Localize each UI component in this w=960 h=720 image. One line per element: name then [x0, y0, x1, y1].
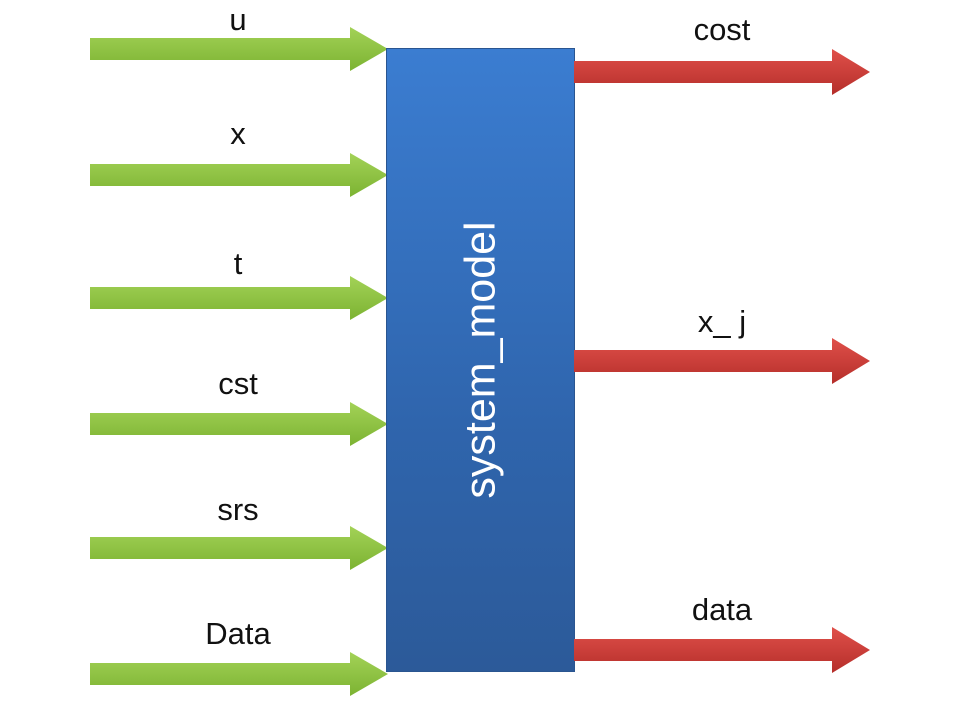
output-arrow-data — [574, 627, 870, 673]
input-arrow-u — [90, 27, 388, 71]
input-arrow-cst — [90, 402, 388, 446]
output-arrow-xj — [574, 338, 870, 384]
output-label-cost: cost — [693, 12, 751, 47]
input-arrow-x — [90, 153, 388, 197]
output-arrow-cost — [574, 49, 870, 95]
input-label-x: x — [230, 116, 246, 151]
input-label-data: Data — [205, 616, 271, 651]
system-model-block: system_model — [386, 48, 575, 672]
input-label-srs: srs — [217, 492, 259, 527]
input-label-t: t — [233, 246, 243, 281]
input-label-cst: cst — [218, 366, 258, 401]
output-label-data: data — [691, 592, 753, 627]
system-model-label: system_model — [456, 221, 504, 499]
input-arrow-data — [90, 652, 388, 696]
output-label-xj: x_ j — [697, 304, 747, 339]
input-arrow-srs — [90, 526, 388, 570]
input-arrow-t — [90, 276, 388, 320]
input-label-u: u — [229, 2, 247, 37]
